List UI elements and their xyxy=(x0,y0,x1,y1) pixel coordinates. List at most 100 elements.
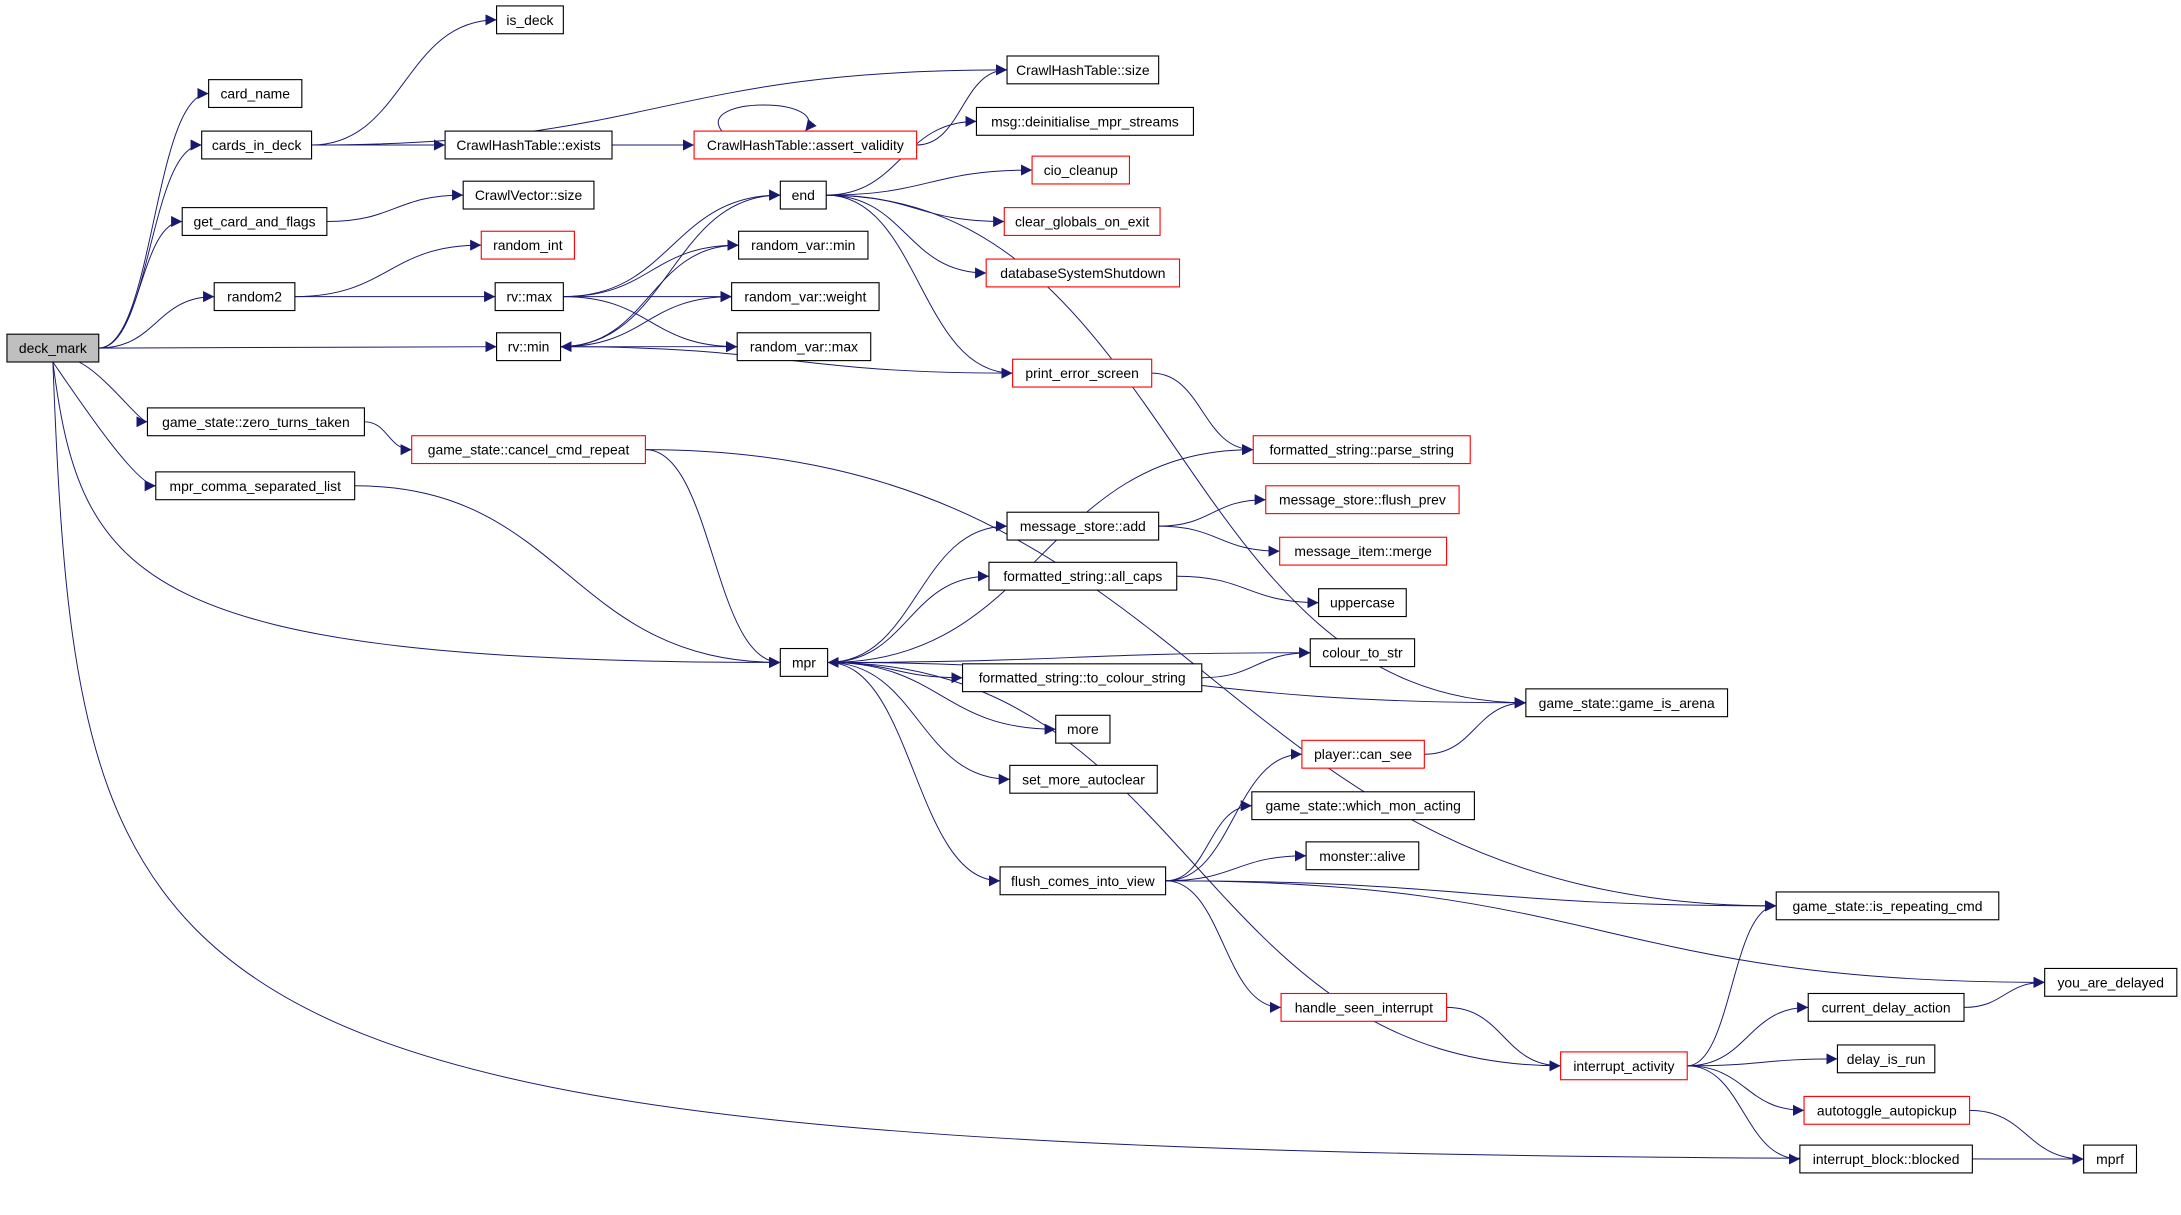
node-rvar-weight[interactable]: random_var::weight xyxy=(731,282,880,312)
edge-cards-in-deck-to-is-deck xyxy=(311,14,497,146)
node-label: mprf xyxy=(2096,1151,2124,1167)
node-box xyxy=(1280,992,1448,1022)
node-rv-min[interactable]: rv::min xyxy=(496,332,562,362)
edge-flush-civ-to-handle-seen xyxy=(1165,880,1282,1013)
edge-deck-mark-to-mpr-csl xyxy=(52,361,156,492)
node-box xyxy=(985,258,1181,288)
node-db-shutdown[interactable]: databaseSystemShutdown xyxy=(985,258,1181,288)
node-box xyxy=(1251,791,1475,821)
node-deck-mark[interactable]: deck_mark xyxy=(6,333,100,363)
edge-deck-mark-to-rv-min xyxy=(98,341,497,353)
node-ms-add[interactable]: message_store::add xyxy=(1006,511,1160,541)
node-mpr[interactable]: mpr xyxy=(779,647,829,677)
node-get-card-and-flags[interactable]: get_card_and_flags xyxy=(181,207,328,236)
node-box xyxy=(1525,688,1729,718)
node-cancel-cmd[interactable]: game_state::cancel_cmd_repeat xyxy=(411,435,646,465)
node-is-deck[interactable]: is_deck xyxy=(496,5,564,35)
node-label: is_deck xyxy=(506,12,553,28)
node-game-is-arena[interactable]: game_state::game_is_arena xyxy=(1525,688,1729,718)
node-random-int[interactable]: random_int xyxy=(480,230,576,260)
node-print-error-screen[interactable]: print_error_screen xyxy=(1012,358,1153,388)
edge-cht-assert-to-cht-size xyxy=(916,64,1008,146)
node-interrupt-activity[interactable]: interrupt_activity xyxy=(1560,1051,1688,1081)
node-zero-turns[interactable]: game_state::zero_turns_taken xyxy=(146,407,365,437)
node-cio-cleanup[interactable]: cio_cleanup xyxy=(1031,155,1131,185)
node-box xyxy=(961,663,1203,693)
node-box xyxy=(693,130,918,160)
node-handle-seen[interactable]: handle_seen_interrupt xyxy=(1280,992,1448,1022)
edge-flush-civ-to-can-see xyxy=(1165,748,1302,882)
node-mpr-csl[interactable]: mpr_comma_separated_list xyxy=(155,471,356,501)
node-cards-in-deck[interactable]: cards_in_deck xyxy=(201,130,313,160)
node-label: end xyxy=(792,187,815,203)
node-to-colour-string[interactable]: formatted_string::to_colour_string xyxy=(961,663,1203,693)
edge-interrupt-activity-to-delay-is-run xyxy=(1687,1053,1838,1067)
node-rv-max[interactable]: rv::max xyxy=(494,282,564,312)
node-cv-size[interactable]: CrawlVector::size xyxy=(462,180,595,210)
node-box xyxy=(494,282,564,312)
node-label: autotoggle_autopickup xyxy=(1817,1102,1957,1118)
node-box xyxy=(1803,1095,1971,1125)
node-set-more-autoclear[interactable]: set_more_autoclear xyxy=(1009,764,1158,794)
edge-end-to-print-error-screen xyxy=(826,194,1013,379)
node-box xyxy=(779,647,829,677)
edge-to-colour-string-to-colour-to-str xyxy=(1201,647,1311,679)
node-parse-string[interactable]: formatted_string::parse_string xyxy=(1252,435,1471,465)
edge-deck-mark-to-mpr xyxy=(52,361,781,669)
node-colour-to-str[interactable]: colour_to_str xyxy=(1309,638,1416,668)
node-you-are-delayed[interactable]: you_are_delayed xyxy=(2044,967,2178,997)
node-label: random_var::weight xyxy=(744,289,866,305)
node-box xyxy=(1006,511,1160,541)
edge-rv-max-to-end xyxy=(563,189,781,298)
node-autotoggle[interactable]: autotoggle_autopickup xyxy=(1803,1095,1971,1125)
node-box xyxy=(208,79,303,109)
node-rvar-min[interactable]: random_var::min xyxy=(738,230,869,260)
node-delay-is-run[interactable]: delay_is_run xyxy=(1836,1044,1936,1074)
node-cht-exists[interactable]: CrawlHashTable::exists xyxy=(444,130,613,160)
node-clear-globals[interactable]: clear_globals_on_exit xyxy=(1003,207,1161,236)
node-box xyxy=(1006,55,1160,85)
node-monster-alive[interactable]: monster::alive xyxy=(1305,841,1420,871)
node-label: formatted_string::to_colour_string xyxy=(979,670,1186,686)
node-random2[interactable]: random2 xyxy=(213,282,296,312)
node-box xyxy=(1003,207,1161,236)
node-more[interactable]: more xyxy=(1055,714,1111,744)
node-box xyxy=(181,207,328,236)
edge-mpr-to-parse-string xyxy=(827,444,1254,663)
node-box xyxy=(1031,155,1131,185)
node-msg-deinit[interactable]: msg::deinitialise_mpr_streams xyxy=(975,106,1194,136)
node-label: game_state::game_is_arena xyxy=(1539,695,1715,711)
node-current-delay[interactable]: current_delay_action xyxy=(1807,992,1965,1022)
node-rvar-max[interactable]: random_var::max xyxy=(736,332,872,362)
edge-rv-max-to-rvar-max xyxy=(563,296,738,353)
edge-deck-mark-to-get-card-and-flags xyxy=(98,215,183,349)
node-card-name[interactable]: card_name xyxy=(208,79,303,109)
node-label: player::can_see xyxy=(1314,746,1412,762)
node-ib-blocked[interactable]: interrupt_block::blocked xyxy=(1799,1144,1973,1174)
node-box xyxy=(1252,435,1471,465)
edge-autotoggle-to-mprf xyxy=(1969,1109,2084,1165)
edge-end-to-clear-globals xyxy=(826,194,1005,228)
node-cht-size[interactable]: CrawlHashTable::size xyxy=(1006,55,1160,85)
node-flush-prev[interactable]: message_store::flush_prev xyxy=(1265,485,1460,515)
node-label: rv::min xyxy=(508,339,550,355)
node-mprf[interactable]: mprf xyxy=(2083,1144,2138,1174)
edge-flush-civ-to-is-repeating xyxy=(1165,880,1777,912)
node-box xyxy=(155,471,356,501)
node-end[interactable]: end xyxy=(779,180,827,210)
node-all-caps[interactable]: formatted_string::all_caps xyxy=(988,561,1178,591)
node-box xyxy=(1309,638,1416,668)
node-can-see[interactable]: player::can_see xyxy=(1301,739,1425,769)
node-cht-assert[interactable]: CrawlHashTable::assert_validity xyxy=(693,130,918,160)
edge-rv-min-to-end xyxy=(560,189,781,348)
node-flush-civ[interactable]: flush_comes_into_view xyxy=(999,866,1167,896)
node-label: CrawlHashTable::size xyxy=(1016,62,1150,78)
node-box xyxy=(738,230,869,260)
node-box xyxy=(1836,1044,1936,1074)
node-is-repeating[interactable]: game_state::is_repeating_cmd xyxy=(1775,891,2000,921)
node-uppercase[interactable]: uppercase xyxy=(1318,588,1407,618)
node-which-mon[interactable]: game_state::which_mon_acting xyxy=(1251,791,1475,821)
node-box xyxy=(201,130,313,160)
node-mi-merge[interactable]: message_item::merge xyxy=(1279,536,1448,566)
edge-end-to-db-shutdown xyxy=(826,194,987,279)
